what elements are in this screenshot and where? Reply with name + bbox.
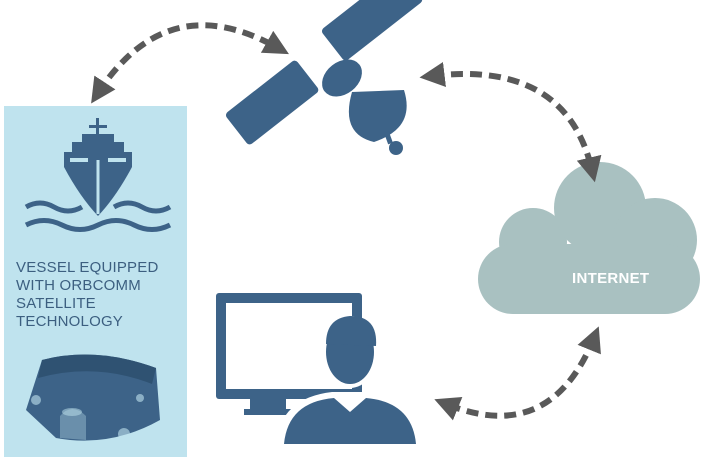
vessel-label: VESSEL EQUIPPED WITH ORBCOMM SATELLITE T… — [16, 259, 159, 330]
arrow-vessel-satellite — [91, 22, 289, 104]
arrow-satellite-cloud — [419, 61, 602, 183]
cloud-icon — [478, 162, 700, 314]
arrow-cloud-user — [434, 326, 601, 421]
satellite-icon — [225, 0, 423, 155]
ship-icon — [24, 118, 172, 232]
terminal-device-icon — [26, 354, 160, 441]
internet-label: INTERNET — [572, 270, 650, 287]
user-icon — [276, 316, 424, 444]
link-arrows — [91, 22, 602, 421]
